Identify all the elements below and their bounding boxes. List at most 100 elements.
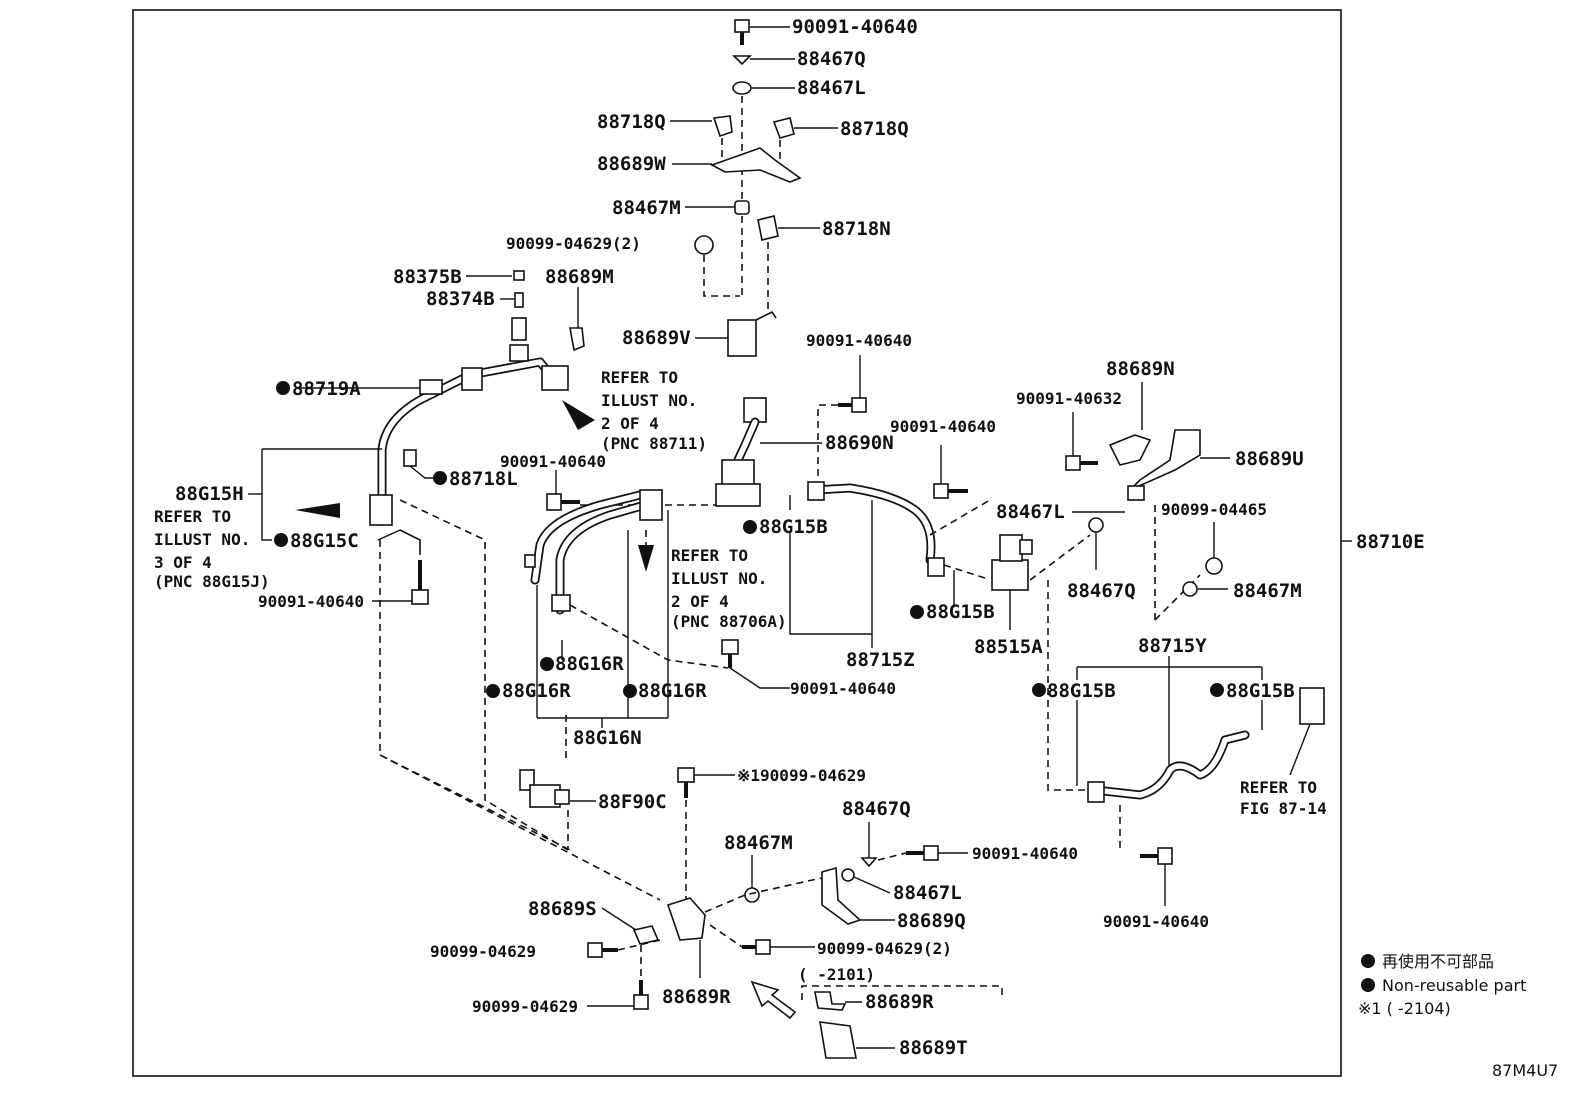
bolt-note1-icon [677, 767, 695, 798]
bolt-c-icon [721, 639, 739, 668]
part-label[interactable]: 90091-40640 [790, 679, 896, 698]
part-label[interactable]: 88689S [528, 898, 597, 920]
part-label[interactable]: 88F90C [598, 791, 667, 813]
pipe-88715y-icon [1087, 730, 1250, 803]
legend-line-1: 再使用不可部品 [1382, 952, 1494, 971]
nut-top-icon [694, 235, 714, 255]
hose-88715z-icon [807, 481, 945, 577]
part-label[interactable]: 90091-40640 [972, 844, 1078, 863]
part-label[interactable]: 88467M [724, 832, 793, 854]
hose-left-icon [369, 344, 569, 526]
expansion-valve-icon [1299, 687, 1325, 725]
clip-m-icon [569, 327, 585, 352]
part-label[interactable]: 88G16R [502, 680, 571, 702]
part-label[interactable]: 88G16R [555, 653, 624, 675]
bolt-left-icon [411, 560, 429, 605]
part-label[interactable]: 88710E [1356, 531, 1425, 553]
part-label[interactable]: 88467L [996, 501, 1065, 523]
part-label[interactable]: 88G15C [290, 530, 359, 552]
part-label[interactable]: 90091-40640 [890, 417, 996, 436]
part-label[interactable]: 88689M [545, 266, 614, 288]
part-label[interactable]: ※190099-04629 [737, 766, 866, 785]
part-label[interactable]: 88718N [822, 218, 891, 240]
part-label[interactable]: 88G16N [573, 727, 642, 749]
part-label[interactable]: 88689U [1235, 448, 1304, 470]
part-label[interactable]: 88515A [974, 636, 1043, 658]
refer-note-88706a[interactable]: REFER TO ILLUST NO. 2 OF 4 (PNC 88706A) [671, 546, 787, 631]
charge-valve-icon [511, 317, 527, 341]
top-bolt-icon [734, 19, 750, 45]
part-label[interactable]: 88G15B [1226, 680, 1295, 702]
svg-text:ILLUST NO.: ILLUST NO. [601, 391, 697, 410]
part-label[interactable]: 88G15B [926, 601, 995, 623]
part-label[interactable]: 90099-04465 [1161, 500, 1267, 519]
part-label[interactable]: 90091-40640 [500, 452, 606, 471]
part-label[interactable]: 90099-04629 [430, 942, 536, 961]
part-label[interactable]: 88715Z [846, 649, 915, 671]
part-label[interactable]: 90091-40632 [1016, 389, 1122, 408]
part-label[interactable]: 88689W [597, 153, 666, 175]
part-label[interactable]: 88375B [393, 266, 462, 288]
svg-text:FIG 87-14: FIG 87-14 [1240, 799, 1327, 818]
legend: 再使用不可部品 Non-reusable part ※1 ( -2104) [1358, 952, 1526, 1018]
part-label[interactable]: 90099-04629(2) [817, 939, 952, 958]
part-label[interactable]: 88715Y [1138, 635, 1207, 657]
svg-text:2 OF 4: 2 OF 4 [601, 414, 659, 433]
part-label[interactable]: 88719A [292, 378, 361, 400]
part-label[interactable]: 88467Q [842, 798, 911, 820]
part-label[interactable]: 90091-40640 [1103, 912, 1209, 931]
washer-l-b-icon [841, 868, 855, 882]
part-label[interactable]: 88689N [1106, 358, 1175, 380]
part-label[interactable]: 90099-04629(2) [506, 234, 641, 253]
part-label[interactable]: 88689T [899, 1037, 968, 1059]
svg-text:(PNC 88706A): (PNC 88706A) [671, 612, 787, 631]
cushion-m-r-icon [1182, 581, 1198, 597]
part-label[interactable]: 90091-40640 [258, 592, 364, 611]
valve-cap-icon [513, 270, 525, 281]
legend-line-2: Non-reusable part [1382, 976, 1526, 995]
bolt-b1-icon [587, 942, 618, 958]
part-label[interactable]: 88467Q [797, 48, 866, 70]
non-reusable-marks [486, 657, 637, 698]
refer-note-fig-87-14[interactable]: REFER TO FIG 87-14 [1240, 778, 1327, 818]
part-label[interactable]: 88718L [449, 468, 518, 490]
part-label[interactable]: 88718Q [840, 118, 909, 140]
cushion-m-b-icon [744, 887, 760, 903]
bracket-r-icon [666, 897, 706, 941]
part-label[interactable]: 88689R [865, 991, 934, 1013]
part-label[interactable]: 88467M [1233, 580, 1302, 602]
oring-l-icon [403, 449, 417, 467]
part-label[interactable]: 88690N [825, 432, 894, 454]
bolt-mid-icon [546, 493, 580, 511]
part-label[interactable]: 88689V [622, 327, 691, 349]
part-label[interactable]: 88467L [893, 882, 962, 904]
part-label[interactable]: 90091-40640 [806, 331, 912, 350]
part-labels: 90091-40640 88467Q 88467L 88718Q 88718Q … [175, 16, 1425, 1059]
part-label[interactable]: 88718Q [597, 111, 666, 133]
bracket-n-icon [1108, 434, 1152, 466]
bolt-r-icon [933, 483, 968, 499]
washer-l-r-icon [1088, 517, 1104, 533]
bracket-v-icon [727, 310, 777, 357]
svg-text:ILLUST NO.: ILLUST NO. [671, 569, 767, 588]
grommet-left-icon [712, 115, 733, 138]
part-label[interactable]: 90091-40640 [792, 16, 918, 38]
part-label[interactable]: 88G15B [1047, 680, 1116, 702]
part-label[interactable]: 90099-04629 [472, 997, 578, 1016]
part-label[interactable]: 88689Q [897, 910, 966, 932]
part-label[interactable]: 88467M [612, 197, 681, 219]
svg-text:(PNC 88711): (PNC 88711) [601, 434, 707, 453]
diagram-frame [132, 9, 1342, 1077]
part-label[interactable]: 88G15H [175, 483, 244, 505]
part-label[interactable]: 88G16R [638, 680, 707, 702]
part-label[interactable]: 88689R [662, 986, 731, 1008]
part-label[interactable]: 88467L [797, 77, 866, 99]
part-label[interactable]: 88374B [426, 288, 495, 310]
part-label[interactable]: 88467Q [1067, 580, 1136, 602]
bolt-690n-icon [838, 397, 867, 413]
refer-note-88g15j[interactable]: REFER TO ILLUST NO. 3 OF 4 (PNC 88G15J) [154, 507, 270, 591]
refer-note-88711[interactable]: REFER TO ILLUST NO. 2 OF 4 (PNC 88711) [601, 368, 707, 453]
part-label[interactable]: 88G15B [759, 516, 828, 538]
clip-q-b-icon [860, 857, 878, 868]
